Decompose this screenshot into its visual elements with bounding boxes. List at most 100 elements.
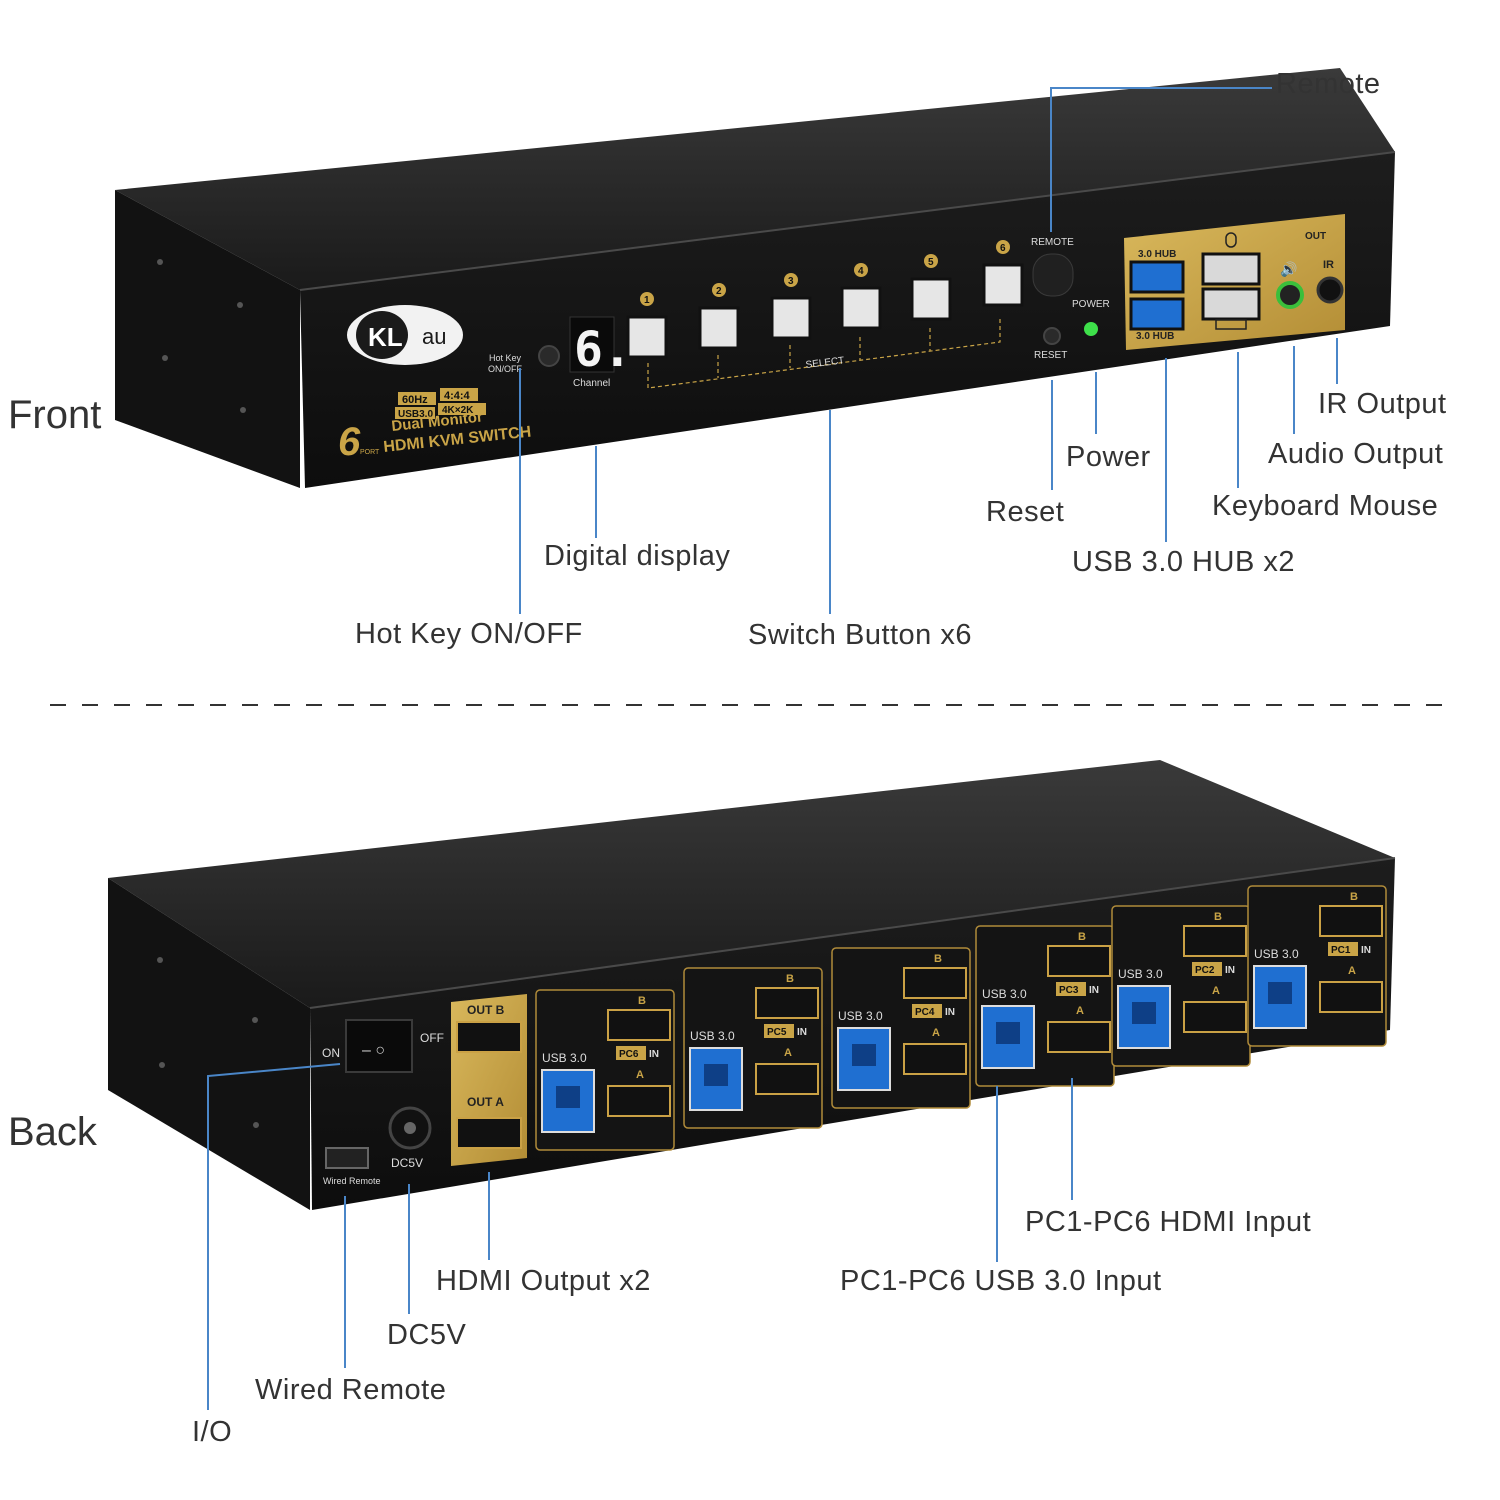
- spec-60hz: 60Hz: [402, 394, 428, 406]
- power-rocker-switch[interactable]: [345, 1019, 413, 1073]
- speaker-icon: 🔊: [1280, 260, 1297, 278]
- switch-button-face[interactable]: [770, 296, 812, 340]
- in-label: IN: [1225, 965, 1235, 976]
- keyboard-mouse-port-2[interactable]: [1201, 287, 1261, 321]
- switch-button-face[interactable]: [698, 306, 740, 350]
- switch-button-3[interactable]: 3: [770, 273, 812, 340]
- power-label-device: POWER: [1072, 299, 1110, 310]
- channel-label: Channel: [573, 378, 610, 389]
- in-label: IN: [945, 1007, 955, 1018]
- hdmi-input-b-port[interactable]: [1047, 945, 1111, 977]
- usb-label: USB 3.0: [1118, 967, 1163, 981]
- out-b-label: OUT B: [467, 1003, 505, 1017]
- wired-remote-port[interactable]: [325, 1147, 369, 1169]
- switch-button-2[interactable]: 2: [698, 283, 740, 350]
- reset-button[interactable]: [1043, 327, 1061, 345]
- brand-logo: KL au: [347, 305, 463, 365]
- usb-b-port-tongue: [556, 1086, 580, 1108]
- usb-label: USB 3.0: [838, 1009, 883, 1023]
- hub-top-label: 3.0 HUB: [1138, 249, 1176, 260]
- switch-button-face[interactable]: [982, 263, 1024, 307]
- ir-output-jack[interactable]: [1316, 276, 1344, 304]
- hdmi-input-b-port[interactable]: [1183, 925, 1247, 957]
- hdmi-input-a-port[interactable]: [755, 1063, 819, 1095]
- off-label-device: OFF: [420, 1031, 444, 1045]
- button-number: 2: [716, 286, 722, 297]
- hdmi-input-a-port[interactable]: [1183, 1001, 1247, 1033]
- usb-hub-port-2[interactable]: [1129, 297, 1185, 331]
- hdmi-input-a-port[interactable]: [1047, 1021, 1111, 1053]
- switch-button-face[interactable]: [840, 286, 882, 330]
- remote-ir-window: [1032, 253, 1074, 297]
- usb-b-port-tongue: [1268, 982, 1292, 1004]
- spec-usb30: USB3.0: [398, 409, 433, 420]
- label-usb-hub: USB 3.0 HUB x2: [1072, 546, 1295, 578]
- hotkey-state: ON/OFF: [488, 364, 522, 374]
- select-bracket: [647, 316, 1001, 389]
- reset-label-device: RESET: [1034, 350, 1067, 361]
- remote-label-device: REMOTE: [1031, 237, 1074, 248]
- hdmi-input-a-port[interactable]: [1319, 981, 1383, 1013]
- hdmi-input-b-port[interactable]: [607, 1009, 671, 1041]
- ir-label-device: IR: [1323, 259, 1334, 271]
- pc-badge-label: PC5: [767, 1027, 787, 1038]
- hdmi-input-a-port[interactable]: [607, 1085, 671, 1117]
- usb-label: USB 3.0: [542, 1051, 587, 1065]
- port-a-label: A: [636, 1069, 644, 1081]
- power-led: [1084, 322, 1098, 336]
- port-a-label: A: [1348, 965, 1356, 977]
- hub-bottom-label: 3.0 HUB: [1136, 331, 1174, 342]
- hdmi-input-b-port[interactable]: [1319, 905, 1383, 937]
- button-number-badge: [784, 273, 798, 287]
- front-device: KL au 60Hz 4:4:4 USB3.0 4K×2K Dual Monit…: [115, 68, 1396, 488]
- svg-text:KL: KL: [368, 322, 403, 352]
- pc-badge: [616, 1046, 646, 1060]
- port-b-label: B: [1078, 931, 1086, 943]
- button-number-badge: [924, 254, 938, 268]
- hdmi-out-a-port[interactable]: [456, 1117, 522, 1149]
- usb-b-port-tongue: [852, 1044, 876, 1066]
- back-leader-lines: [207, 1063, 1073, 1410]
- port-a-label: A: [1076, 1005, 1084, 1017]
- in-label: IN: [1361, 945, 1371, 956]
- keyboard-icon: [1215, 319, 1247, 330]
- keyboard-mouse-port-1[interactable]: [1201, 252, 1261, 286]
- out-a-label: OUT A: [467, 1095, 504, 1109]
- pc-badge: [1328, 942, 1358, 956]
- pc-badge: [1192, 962, 1222, 976]
- hdmi-input-a-port[interactable]: [903, 1043, 967, 1075]
- hdmi-input-b-port[interactable]: [755, 987, 819, 1019]
- switch-button-1[interactable]: 1: [626, 292, 668, 359]
- port-a-label: A: [932, 1027, 940, 1039]
- button-number-badge: [996, 240, 1010, 254]
- switch-button-5[interactable]: 5: [910, 254, 952, 321]
- switch-button-4[interactable]: 4: [840, 263, 882, 330]
- label-reset: Reset: [986, 496, 1065, 528]
- switch-button-6[interactable]: 6: [982, 240, 1024, 307]
- hotkey-button[interactable]: [538, 345, 560, 367]
- audio-output-jack[interactable]: [1276, 281, 1304, 309]
- port-number: 6: [338, 420, 361, 464]
- wired-remote-label-device: Wired Remote: [323, 1176, 381, 1186]
- pc-badge-label: PC2: [1195, 965, 1215, 976]
- port-b-label: B: [1214, 911, 1222, 923]
- usb-b-port-tongue: [996, 1022, 1020, 1044]
- port-b-label: B: [786, 973, 794, 985]
- port-word: PORT: [360, 449, 380, 456]
- hdmi-out-b-port[interactable]: [456, 1021, 522, 1053]
- switch-button-face[interactable]: [626, 315, 668, 359]
- switch-button-face[interactable]: [910, 277, 952, 321]
- in-label: IN: [1089, 985, 1099, 996]
- usb-hub-port-1[interactable]: [1129, 260, 1185, 294]
- spec-444: 4:4:4: [444, 390, 471, 402]
- port-a-label: A: [784, 1047, 792, 1059]
- hdmi-input-b-port[interactable]: [903, 967, 967, 999]
- usb-label: USB 3.0: [982, 987, 1027, 1001]
- port-b-label: B: [638, 995, 646, 1007]
- pc-badge: [764, 1024, 794, 1038]
